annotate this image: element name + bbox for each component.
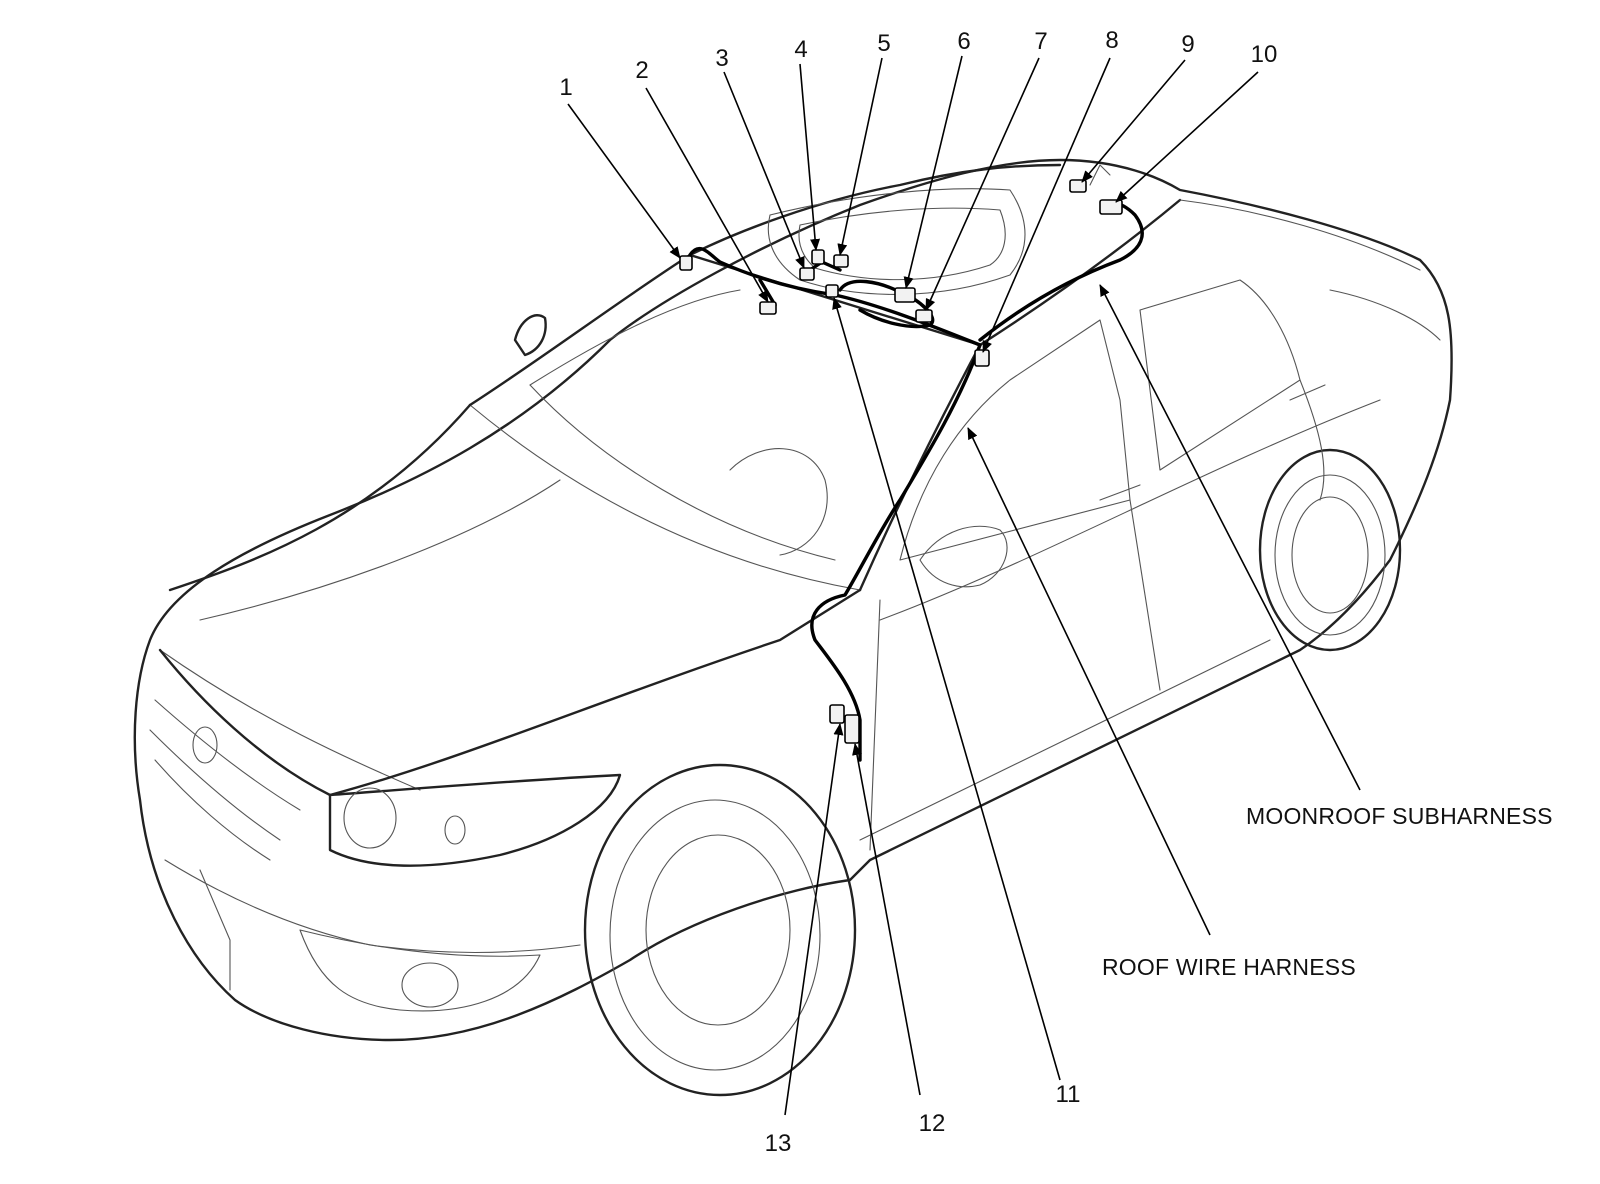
rear-quarter: [1329, 289, 1441, 341]
leader-12: [852, 743, 921, 1096]
callout-8: 8: [1105, 27, 1119, 54]
front-wheel-tire: [609, 799, 821, 1071]
connector-10: [1099, 199, 1123, 215]
hood-line: [168, 403, 472, 592]
windshield-inner-top: [529, 289, 741, 386]
hood-front: [159, 649, 421, 791]
left-mirror: [513, 314, 547, 357]
leader-5: [837, 57, 883, 256]
side-window-front: [899, 319, 1131, 561]
hood-crease: [199, 479, 561, 621]
leader-2: [645, 87, 769, 303]
a-pillar-left: [468, 253, 692, 407]
roof-wire-harness: [688, 247, 982, 762]
roof-right-edge: [978, 198, 1182, 347]
door-line-front: [869, 599, 881, 851]
callout-7: 7: [1034, 28, 1048, 55]
leader-1: [567, 103, 681, 259]
grille-top: [158, 648, 332, 797]
connector-9: [1069, 179, 1087, 193]
plate-area: [199, 869, 231, 991]
moonroof-outer: [767, 188, 1026, 295]
callout-13: 13: [764, 1130, 792, 1157]
fog-light: [401, 962, 459, 1008]
connector-5: [833, 254, 849, 268]
moonroof-subharness: [978, 164, 1144, 342]
connector-7: [915, 309, 933, 323]
rocker-line: [859, 639, 1271, 841]
connector-1: [679, 255, 693, 271]
side-crease: [879, 399, 1381, 621]
callout-10: 10: [1250, 41, 1278, 68]
leader-11: [832, 297, 1061, 1081]
rear-wheel-tire: [1274, 474, 1386, 636]
windshield-base: [469, 404, 861, 591]
side-window-rear: [1139, 279, 1301, 471]
callout-5: 5: [877, 30, 891, 57]
connectors: [679, 179, 1123, 744]
headlight: [328, 773, 622, 867]
grille-line-2: [149, 729, 281, 841]
body-outline: [133, 158, 1453, 1042]
leader-moonroof: [1099, 284, 1361, 791]
moonroof-subharness-label: MOONROOF SUBHARNESS: [1246, 803, 1553, 829]
connector-4: [811, 249, 825, 265]
windshield-inner: [529, 384, 836, 561]
leader-7: [925, 57, 1040, 311]
roof-wire-harness-label: ROOF WIRE HARNESS: [1102, 954, 1356, 980]
side-mirror: [919, 525, 1008, 588]
door-line-mid: [1129, 499, 1161, 691]
connector-12: [844, 714, 860, 744]
leader-8: [982, 57, 1111, 353]
a-pillar-right: [858, 343, 982, 592]
windshield-top: [688, 163, 1062, 257]
hood-edge: [328, 588, 862, 797]
callout-1: 1: [559, 74, 573, 101]
connector-3: [799, 267, 815, 281]
headlight-lens-small: [444, 815, 466, 845]
rear-wheel-arch: [1258, 448, 1402, 652]
callout-6: 6: [957, 28, 971, 55]
door-handle-rear: [1289, 384, 1326, 401]
car-body: [133, 158, 1453, 1097]
leader-4: [799, 63, 821, 251]
front-wheel-arch: [583, 763, 857, 1097]
callout-9: 9: [1181, 31, 1195, 58]
connector-13: [829, 704, 845, 724]
rear-wheel-rim: [1291, 496, 1369, 614]
roof-harness-pillar: [810, 343, 982, 762]
leader-3: [723, 71, 805, 269]
connector-11: [825, 284, 839, 298]
emblem: [192, 726, 218, 764]
callout-2: 2: [635, 57, 649, 84]
connector-6: [894, 287, 916, 303]
moonroof-harness-branch-9: [1089, 164, 1111, 186]
leader-6: [903, 55, 963, 289]
door-line-rear: [1299, 379, 1325, 501]
callout-12: 12: [918, 1110, 946, 1137]
headlight-lens: [343, 787, 397, 849]
moonroof-inner: [798, 207, 1006, 281]
moonroof-harness-main: [978, 201, 1144, 342]
connector-8: [974, 349, 990, 367]
leader-9: [1081, 59, 1186, 183]
leader-lines: [567, 55, 1361, 1116]
grille-line-3: [154, 759, 271, 861]
lower-grille: [299, 929, 541, 1012]
door-handle-front: [1099, 484, 1141, 501]
front-wheel-rim: [645, 834, 791, 1026]
grille-line-1: [154, 699, 301, 811]
front-bumper: [164, 859, 581, 954]
callout-3: 3: [715, 45, 729, 72]
callout-11: 11: [1055, 1081, 1081, 1108]
leader-roof-harness: [967, 427, 1211, 936]
leader-13: [784, 723, 844, 1116]
leader-10: [1115, 71, 1259, 203]
callout-4: 4: [794, 36, 808, 63]
trunk-line: [1179, 199, 1421, 271]
connector-2: [759, 301, 777, 315]
steering-wheel: [729, 448, 828, 556]
